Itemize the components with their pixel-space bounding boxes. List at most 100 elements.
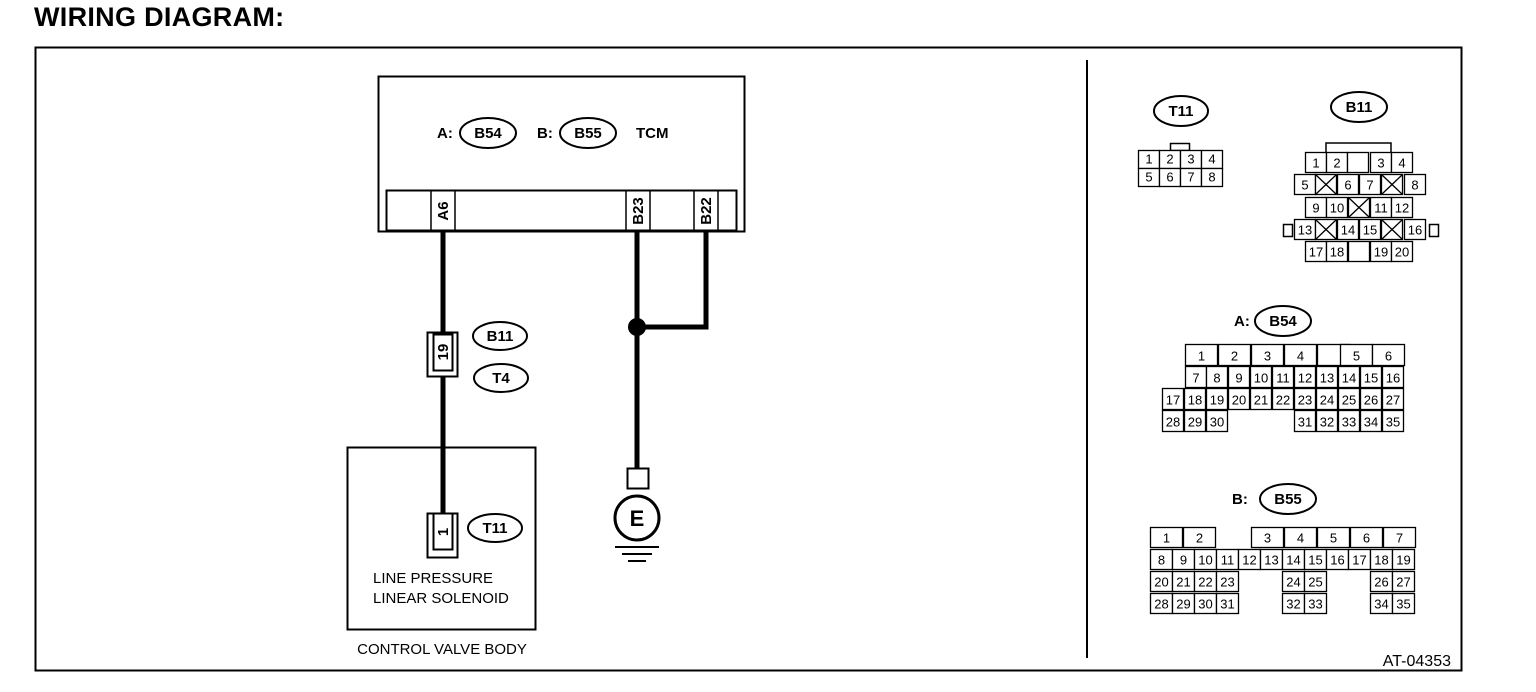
pin-cell: 25	[1342, 393, 1356, 408]
pin-cell: 3	[1187, 152, 1194, 167]
pin-cell: 2	[1166, 152, 1173, 167]
pin-cell: 10	[1330, 201, 1344, 216]
pin-cell: 22	[1276, 393, 1290, 408]
pin-cell: 27	[1396, 575, 1410, 590]
pin-cell: 6	[1385, 349, 1392, 364]
tcm-connector-b: B55	[574, 125, 602, 142]
pin-cell: 35	[1396, 597, 1410, 612]
pin-cell: 15	[1363, 223, 1377, 238]
pin-cell: 34	[1374, 597, 1388, 612]
harness-pin-19: 19	[435, 344, 452, 361]
pin-cell: 17	[1166, 393, 1180, 408]
pin-cell: 21	[1176, 575, 1190, 590]
pin-cell: 3	[1264, 531, 1271, 546]
pin-cell: 23	[1298, 393, 1312, 408]
solenoid-name-line2: LINEAR SOLENOID	[373, 590, 509, 607]
pin-cell: 14	[1286, 553, 1300, 568]
pin-cell: 17	[1352, 553, 1366, 568]
pin-cell: 4	[1297, 349, 1304, 364]
page-title: WIRING DIAGRAM:	[34, 2, 285, 32]
connector-b54-name: B54	[1269, 313, 1297, 330]
tcm-terminal-strip	[385, 189, 738, 232]
tcm-body	[377, 75, 746, 233]
solenoid-pin-1: 1	[435, 528, 452, 536]
control-valve-box	[346, 446, 537, 631]
pin-cell: 20	[1232, 393, 1246, 408]
figure-id: AT-04353	[1383, 653, 1451, 670]
pin-cell: 4	[1208, 152, 1215, 167]
pin-cell: 19	[1374, 245, 1388, 260]
pin-cell: 6	[1363, 531, 1370, 546]
pin-cell: 33	[1308, 597, 1322, 612]
pin-cell: 2	[1333, 156, 1340, 171]
pin-cell: 17	[1309, 245, 1323, 260]
diagram-frame	[34, 46, 1463, 672]
harness-label-b11: B11	[487, 328, 514, 345]
ground-label: E	[630, 506, 645, 531]
blank-cavity-mark	[1315, 174, 1337, 195]
pin-cell: 1	[1312, 156, 1319, 171]
pin-cell: 30	[1198, 597, 1212, 612]
solenoid-name-line1: LINE PRESSURE	[373, 570, 493, 587]
connector-b11-name: B11	[1346, 99, 1373, 116]
pin-cell: 15	[1364, 371, 1378, 386]
terminal-label-b22: B22	[698, 197, 715, 225]
tcm-connector-a: B54	[474, 125, 502, 142]
pin-cell: 18	[1330, 245, 1344, 260]
pin-cell: 16	[1408, 223, 1422, 238]
pin-cell: 21	[1254, 393, 1268, 408]
pin-cell: 29	[1188, 415, 1202, 430]
pin-cell: 1	[1145, 152, 1152, 167]
pin-cell: 19	[1210, 393, 1224, 408]
pin-cell: 14	[1342, 371, 1356, 386]
ground-symbol: E	[613, 467, 661, 562]
blank-cavity-mark	[1381, 219, 1403, 240]
wire-b22-ground	[637, 231, 709, 330]
pin-cell: 9	[1180, 553, 1187, 568]
pin-cell: 13	[1320, 371, 1334, 386]
pin-cell: 12	[1298, 371, 1312, 386]
pin-cell: 6	[1344, 178, 1351, 193]
pin-cell: 27	[1386, 393, 1400, 408]
connector-b55-name: B55	[1274, 491, 1302, 508]
tcm-connector-a-oval	[459, 117, 517, 149]
pin-cell: 20	[1395, 245, 1409, 260]
pin-cell: 11	[1276, 371, 1290, 386]
pin-cell: 7	[1396, 531, 1403, 546]
pin-cell: 9	[1312, 201, 1319, 216]
pin-cell: 2	[1231, 349, 1238, 364]
pin-cell: 1	[1163, 531, 1170, 546]
pin-cell: 5	[1145, 170, 1152, 185]
pin-cell: 7	[1187, 170, 1194, 185]
blank-cavity-mark	[1381, 174, 1403, 195]
pin-cell: 8	[1208, 170, 1215, 185]
connector-b54-prefix: A:	[1234, 313, 1250, 330]
connector-b55-prefix: B:	[1232, 491, 1248, 508]
pin-cell: 2	[1196, 531, 1203, 546]
pin-cell: 5	[1301, 178, 1308, 193]
pin-cell: 11	[1221, 553, 1235, 568]
pin-cell: 35	[1386, 415, 1400, 430]
tcm-unit: A: B54 B: B55 TCM A6 B23 B22	[377, 75, 746, 233]
pin-cell: 28	[1154, 597, 1168, 612]
pin-cell: 31	[1298, 415, 1312, 430]
pin-cell: 5	[1353, 349, 1360, 364]
pin-cell: 5	[1330, 531, 1337, 546]
pin-cell: 18	[1374, 553, 1388, 568]
connector-t11-name: T11	[1168, 103, 1193, 120]
pin-cell: 15	[1308, 553, 1322, 568]
pin-cell: 19	[1396, 553, 1410, 568]
pin-cell: 16	[1330, 553, 1344, 568]
pin-cell: 32	[1286, 597, 1300, 612]
tcm-prefix-a: A:	[437, 125, 453, 142]
harness-label-t4: T4	[492, 370, 510, 387]
terminal-label-b23: B23	[630, 197, 647, 225]
control-valve-body: 1 T11 LINE PRESSURE LINEAR SOLENOID CONT…	[346, 446, 537, 658]
terminal-label-a6: A6	[435, 201, 452, 220]
pin-cell: 25	[1308, 575, 1322, 590]
pin-cell: 6	[1166, 170, 1173, 185]
